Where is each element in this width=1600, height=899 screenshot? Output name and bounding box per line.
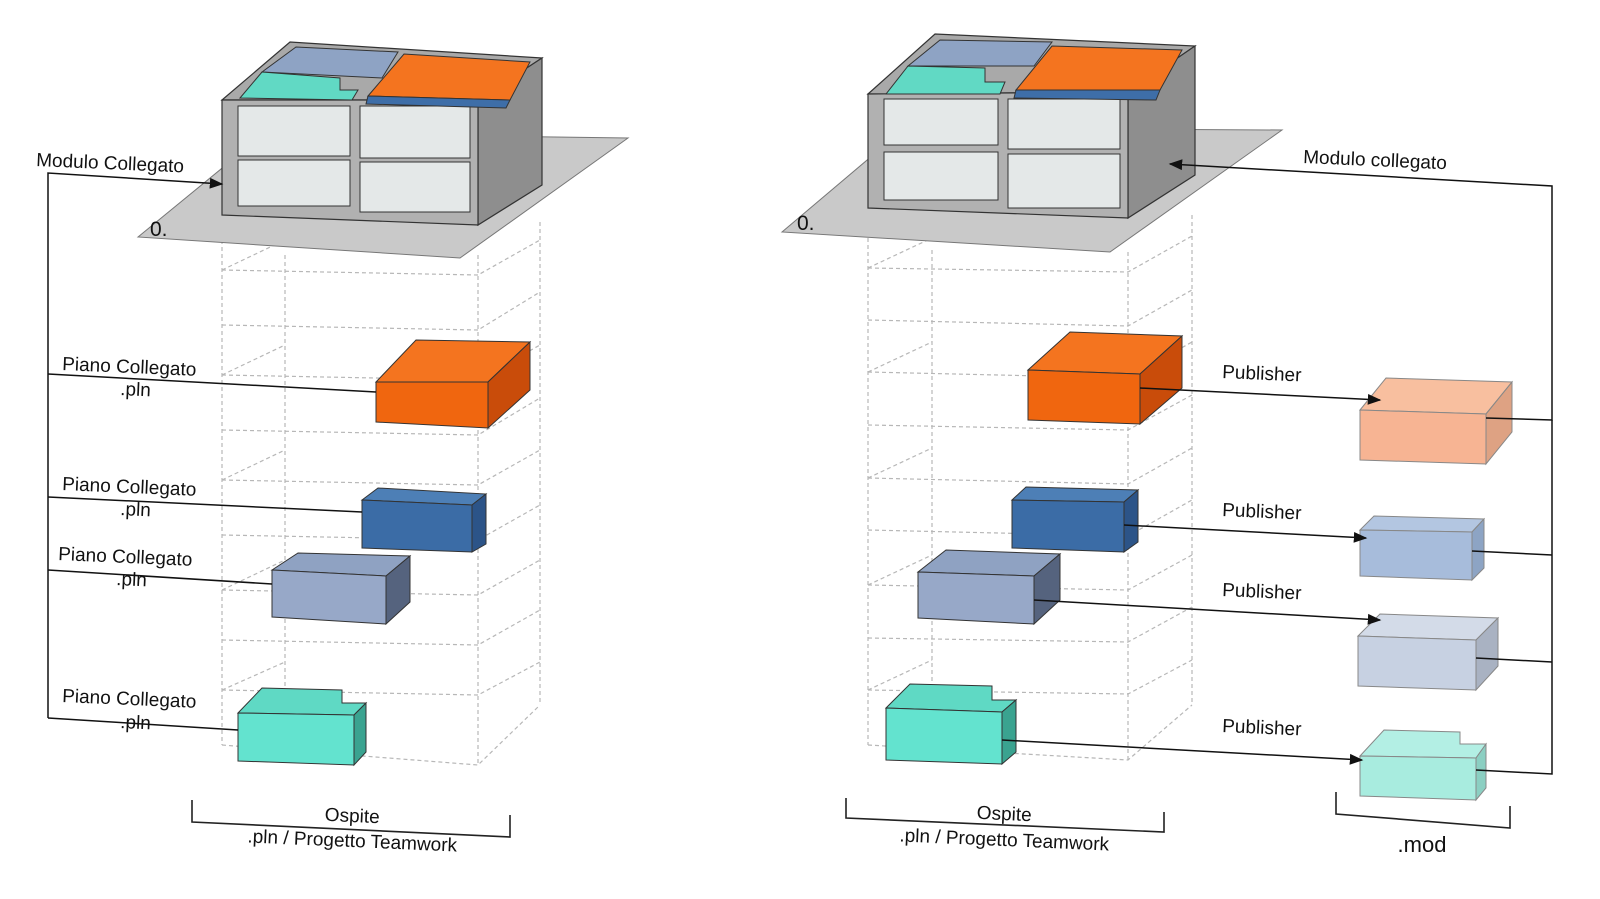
right-host-caption-sub: .pln / Progetto Teamwork bbox=[899, 825, 1110, 855]
left-host-bracket bbox=[191, 800, 511, 838]
mod-box-teal bbox=[1358, 729, 1487, 802]
publisher-arrows bbox=[1001, 387, 1382, 765]
right-panel: 0. bbox=[780, 33, 1553, 857]
right-building bbox=[866, 33, 1197, 220]
right-box-gray-blue bbox=[916, 549, 1062, 626]
left-host-caption: Ospite bbox=[324, 805, 380, 828]
publisher-label-2: Publisher bbox=[1222, 500, 1303, 524]
mod-caption: .mod bbox=[1398, 832, 1447, 857]
left-link-sub-2: .pln bbox=[120, 499, 152, 521]
publisher-label-4: Publisher bbox=[1222, 716, 1303, 740]
left-panel: 0. Modulo Coll bbox=[36, 41, 630, 857]
left-box-dark-blue bbox=[360, 487, 488, 553]
left-host-caption-sub: .pln / Progetto Teamwork bbox=[247, 826, 458, 856]
left-floor-label: 0. bbox=[150, 218, 168, 241]
right-host-bracket bbox=[845, 798, 1165, 833]
left-link-sub-4: .pln bbox=[120, 712, 152, 734]
left-building bbox=[220, 41, 544, 227]
left-link-label-4: Piano Collegato bbox=[62, 686, 197, 713]
right-floor-label: 0. bbox=[797, 212, 815, 235]
mod-bracket bbox=[1335, 792, 1511, 829]
mod-box-gray-blue bbox=[1356, 613, 1500, 692]
right-module-label: Modulo collegato bbox=[1303, 147, 1447, 174]
right-host-caption: Ospite bbox=[976, 803, 1032, 826]
left-link-sub-3: .pln bbox=[116, 569, 148, 591]
left-link-label-1: Piano Collegato bbox=[62, 354, 197, 381]
right-module-connector bbox=[1168, 159, 1553, 775]
right-box-dark-blue bbox=[1010, 486, 1140, 553]
right-box-orange bbox=[1026, 331, 1184, 426]
publisher-label-1: Publisher bbox=[1222, 362, 1303, 386]
left-link-label-2: Piano Collegato bbox=[62, 474, 197, 501]
left-connectors bbox=[47, 172, 377, 731]
publisher-label-3: Publisher bbox=[1222, 580, 1303, 604]
left-link-label-3: Piano Collegato bbox=[58, 544, 193, 571]
left-box-teal bbox=[236, 687, 368, 767]
left-link-sub-1: .pln bbox=[120, 379, 152, 401]
left-box-gray-blue bbox=[270, 552, 412, 626]
left-box-orange bbox=[374, 339, 532, 430]
mod-box-orange bbox=[1358, 377, 1514, 466]
mod-box-dark-blue bbox=[1358, 515, 1486, 582]
right-box-teal bbox=[884, 683, 1018, 766]
